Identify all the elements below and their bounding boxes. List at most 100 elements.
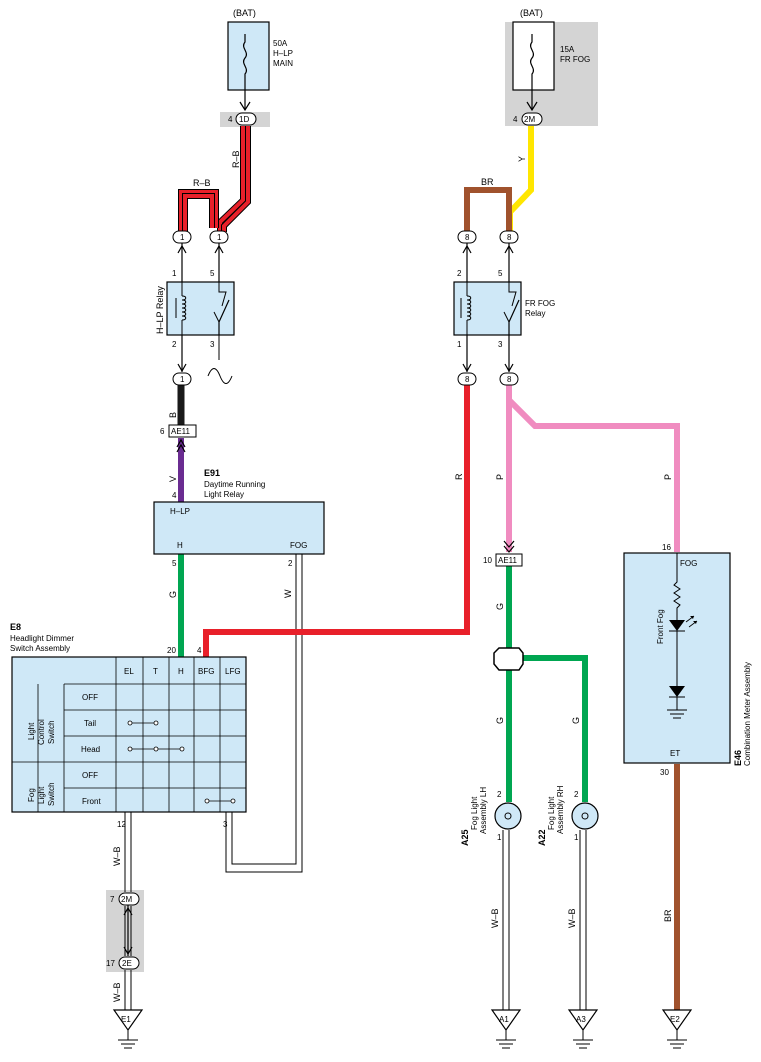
wire-white — [225, 554, 303, 873]
hlp-relay-label: H–LP Relay — [155, 286, 165, 334]
group-fog-2: Light — [37, 786, 46, 804]
col-el: EL — [124, 667, 134, 676]
group-fog-3: Switch — [47, 782, 56, 806]
fog-relay-pin3: 3 — [498, 340, 503, 349]
wire-label-br-bottom: BR — [663, 909, 673, 922]
svg-text:2: 2 — [497, 790, 502, 799]
svg-text:8: 8 — [465, 233, 470, 242]
fuse-hlp-rating: 50A — [273, 39, 288, 48]
meter-term-et: ET — [670, 749, 680, 758]
svg-text:1: 1 — [217, 233, 222, 242]
dimmer-name1: Headlight Dimmer — [10, 634, 74, 643]
hlp-relay-pin5: 5 — [210, 269, 215, 278]
fuse-hlp-name2: MAIN — [273, 59, 293, 68]
col-t: T — [153, 667, 158, 676]
svg-text:A1: A1 — [499, 1015, 509, 1024]
fog-light-rh: 2 1 A22 Fog Light Assembly RH — [537, 785, 599, 846]
fuse-hlp-pin: 4 — [228, 115, 233, 124]
svg-text:E2: E2 — [670, 1015, 680, 1024]
col-lfg: LFG — [225, 667, 241, 676]
group-light-2: Control — [37, 719, 46, 745]
meter-code: E46 — [733, 750, 743, 766]
combination-meter: 16 FOG Front Fog ET 30 E46 Combination M… — [623, 543, 752, 777]
wire-label-br-top: BR — [481, 177, 494, 187]
connector-1a: 1 — [172, 230, 192, 244]
connector-8b: 8 — [499, 230, 519, 244]
fog-relay-pin1: 1 — [457, 340, 462, 349]
hlp-relay-open-lead — [207, 335, 233, 384]
svg-text:1: 1 — [180, 233, 185, 242]
row-off-2: OFF — [82, 771, 98, 780]
wire-pink — [506, 385, 680, 552]
fuse-fog-rating: 15A — [560, 45, 575, 54]
wire-label-p-right: P — [663, 474, 673, 480]
fog-lh-name1: Fog Light — [470, 796, 479, 830]
wire-wb-lh — [502, 830, 510, 1010]
row-front: Front — [82, 797, 101, 806]
wire-label-w: W — [283, 589, 293, 598]
fog-relay-pin2: 2 — [457, 269, 462, 278]
connector-8d: 8 — [499, 372, 519, 386]
hlp-relay-pin2: 2 — [172, 340, 177, 349]
connector-1c: 1 — [172, 372, 192, 386]
fuse-hlp-name: H–LP — [273, 49, 293, 58]
fog-relay-label1: FR FOG — [525, 299, 555, 308]
connector-1b: 1 — [209, 230, 229, 244]
meter-lamp-label: Front Fog — [656, 609, 665, 644]
drl-relay-name2: Light Relay — [204, 490, 244, 499]
ground-a1: A1 — [490, 1009, 522, 1049]
drl-relay-term-fog: FOG — [290, 541, 307, 550]
wire-label-r: R — [454, 473, 464, 480]
svg-text:AE11: AE11 — [498, 556, 518, 565]
connector-ae11-left: AE11 6 — [160, 424, 197, 453]
fuse-fr-fog: (BAT) 15A FR FOG 2M 4 — [512, 8, 590, 126]
group-light-1: Light — [27, 722, 36, 740]
svg-text:E1: E1 — [121, 1015, 131, 1024]
fog-rh-name1: Fog Light — [547, 796, 556, 830]
dimmer-pin20: 20 — [167, 646, 176, 655]
wire-yellow — [507, 126, 534, 232]
headlight-dimmer-switch: E8 Headlight Dimmer Switch Assembly 20 4… — [10, 622, 247, 829]
meter-pin30: 30 — [660, 768, 669, 777]
drl-relay-pin2: 2 — [288, 559, 293, 568]
wire-label-wb-lh: W–B — [490, 908, 500, 928]
group-light-3: Switch — [47, 720, 56, 744]
svg-text:8: 8 — [507, 233, 512, 242]
svg-text:10: 10 — [483, 556, 492, 565]
fog-rh-code: A22 — [537, 829, 547, 846]
drl-relay-term-h: H — [177, 541, 183, 550]
wire-label-wb-left2: W–B — [112, 982, 122, 1002]
svg-text:8: 8 — [507, 375, 512, 384]
drl-relay-pin4: 4 — [172, 491, 177, 500]
dimmer-pin12: 12 — [117, 820, 126, 829]
svg-text:2: 2 — [574, 790, 579, 799]
svg-text:1: 1 — [497, 833, 502, 842]
wire-label-rb: R–B — [193, 178, 211, 188]
dimmer-name2: Switch Assembly — [10, 644, 70, 653]
wire-label-y: Y — [517, 156, 527, 162]
hlp-relay-pin3: 3 — [210, 340, 215, 349]
col-bfg: BFG — [198, 667, 214, 676]
fog-lh-code: A25 — [460, 829, 470, 846]
row-head: Head — [81, 745, 100, 754]
fuse-hlp-source: (BAT) — [233, 8, 256, 18]
fog-lh-name2: Assembly LH — [479, 787, 488, 834]
svg-text:6: 6 — [160, 427, 165, 436]
svg-text:17: 17 — [106, 959, 115, 968]
relay-input-leads — [177, 243, 514, 282]
ground-e2: E2 — [661, 1009, 693, 1049]
fuse-hlp-connector: 1D — [239, 115, 249, 124]
wire-brown-top — [464, 187, 512, 232]
daytime-running-light-relay: E91 Daytime Running Light Relay 4 H–LP H… — [153, 468, 325, 568]
svg-text:2M: 2M — [121, 895, 132, 904]
wire-label-g-rh: G — [571, 717, 581, 724]
junction-splice — [493, 647, 524, 671]
wire-label-g-mid: G — [495, 603, 505, 610]
connector-8c: 8 — [457, 372, 477, 386]
svg-text:A3: A3 — [576, 1015, 586, 1024]
ground-e1: E1 — [112, 1009, 144, 1049]
meter-name: Combination Meter Assembly — [743, 662, 752, 766]
group-fog-1: Fog — [27, 788, 36, 802]
wire-label-b: B — [168, 412, 178, 418]
